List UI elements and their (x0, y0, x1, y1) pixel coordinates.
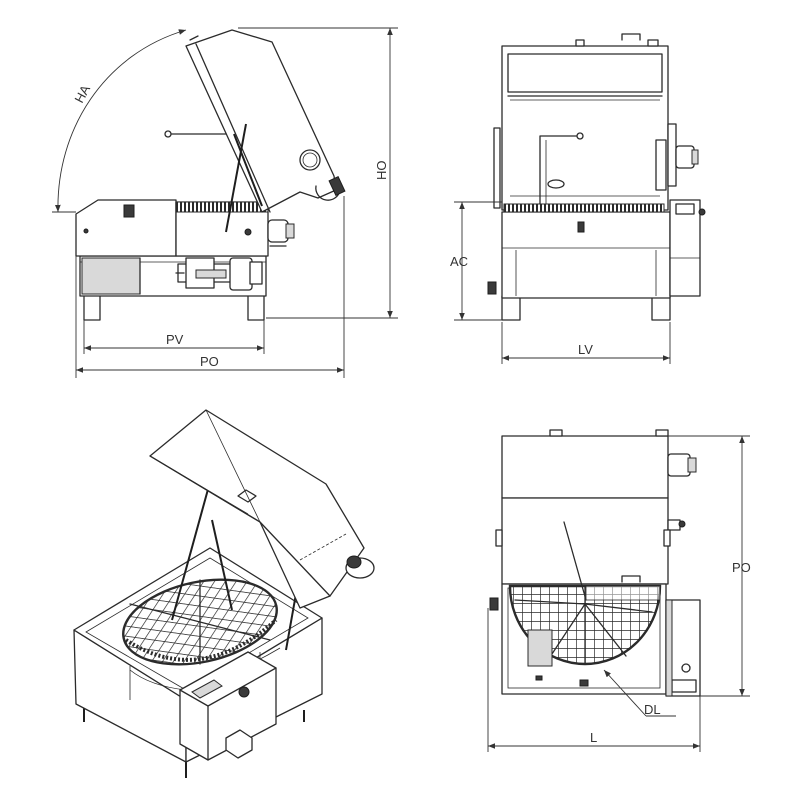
front-motor-icon (667, 123, 699, 187)
dimension-dl-label: DL (644, 702, 661, 717)
front-basket-edge (503, 203, 665, 213)
front-control-box (669, 199, 706, 297)
top-spray-arm (563, 521, 587, 601)
dimension-ac-label: AC (450, 254, 468, 269)
top-control-box (665, 599, 701, 697)
dimension-pv-label: PV (166, 332, 184, 347)
dimension-lv-label: LV (578, 342, 593, 357)
iso-control-box (179, 651, 277, 761)
top-drain-valve-icon (489, 597, 499, 611)
top-lid-lower (501, 497, 669, 585)
iso-open-lid (149, 409, 375, 609)
dimension-ha-label: HA (71, 82, 93, 105)
iso-strut-left (171, 481, 211, 621)
side-motor-icon (267, 219, 295, 247)
iso-basket (122, 578, 278, 666)
top-view: PO DL L (487, 429, 751, 752)
lid-handle-icon (621, 33, 641, 41)
front-leg-right (651, 295, 671, 321)
isometric-view (73, 409, 375, 778)
front-leg-left (501, 295, 521, 321)
dimension-ha-arc (54, 29, 187, 213)
dimension-po-side-label: PO (200, 354, 219, 369)
iso-strut-mid (211, 519, 233, 611)
side-basket-slots (175, 201, 269, 213)
lid-strut-right (233, 133, 263, 207)
front-tank (501, 211, 671, 299)
iso-lid-handle-icon (237, 489, 257, 503)
control-switch-icon (123, 204, 135, 218)
pump-assembly (175, 257, 263, 291)
top-handle-icon (621, 575, 641, 583)
dimension-ho-label: HO (374, 161, 389, 181)
front-spray-pipe (539, 132, 584, 207)
dimension-dl-leader (603, 669, 647, 717)
drain-valve-icon (487, 281, 497, 295)
side-view: HA HO PV PO (52, 27, 398, 378)
top-motor-icon (667, 453, 697, 477)
top-lid-upper (501, 435, 669, 499)
side-open-lid (185, 29, 346, 213)
dimension-po-top-label: PO (732, 560, 751, 575)
front-view: AC LV (450, 33, 706, 364)
lid-strut-left (225, 123, 247, 233)
side-tank-panel (81, 257, 141, 295)
dimension-l-label: L (590, 730, 597, 745)
front-open-lid (501, 33, 669, 211)
